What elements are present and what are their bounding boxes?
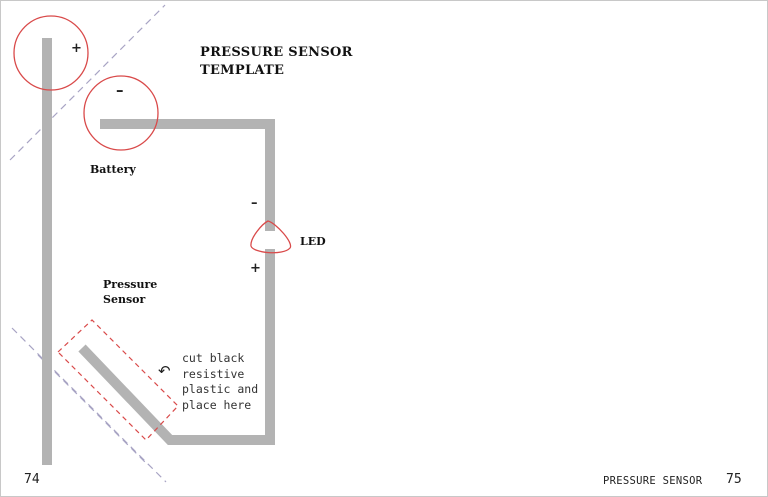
trace-led-to-sensor <box>78 249 275 445</box>
page-title: PRESSURE SENSOR TEMPLATE <box>200 44 400 80</box>
title-line-2: TEMPLATE <box>200 63 285 78</box>
cut-instruction-line-2: resistive <box>182 366 245 381</box>
battery-minus-sign: – <box>116 81 124 99</box>
left-page-number: 74 <box>24 472 40 487</box>
guide-line-top <box>9 4 166 161</box>
curved-arrow-icon: ↶ <box>158 362 171 380</box>
led-plus-sign: + <box>250 261 261 276</box>
battery-plus-circle <box>13 15 89 91</box>
led-outline <box>250 220 292 254</box>
guide-line-bottom-2 <box>37 354 149 466</box>
cut-instruction-line-1: cut black <box>182 351 245 365</box>
pressure-sensor-label-line-2: Sensor <box>103 293 146 306</box>
guide-line-bottom-1 <box>11 327 167 483</box>
led-minus-sign: – <box>251 196 258 211</box>
right-page-number: 75 <box>726 472 742 487</box>
cut-instruction: cut black resistive plastic and place he… <box>182 351 282 413</box>
pressure-sensor-label-line-1: Pressure <box>103 278 158 291</box>
battery-plus-sign: + <box>71 41 82 56</box>
led-label: LED <box>300 235 326 248</box>
pressure-sensor-label: Pressure Sensor <box>103 277 183 307</box>
battery-label: Battery <box>90 163 136 176</box>
trace-battery-minus-to-led <box>100 119 275 231</box>
running-footer: PRESSURE SENSOR <box>603 475 703 487</box>
cut-instruction-line-4: place here <box>182 397 252 412</box>
battery-minus-circle <box>83 75 159 151</box>
cut-instruction-line-3: plastic and <box>182 382 259 396</box>
title-line-1: PRESSURE SENSOR <box>200 45 353 60</box>
sensor-placement-box <box>57 319 179 441</box>
